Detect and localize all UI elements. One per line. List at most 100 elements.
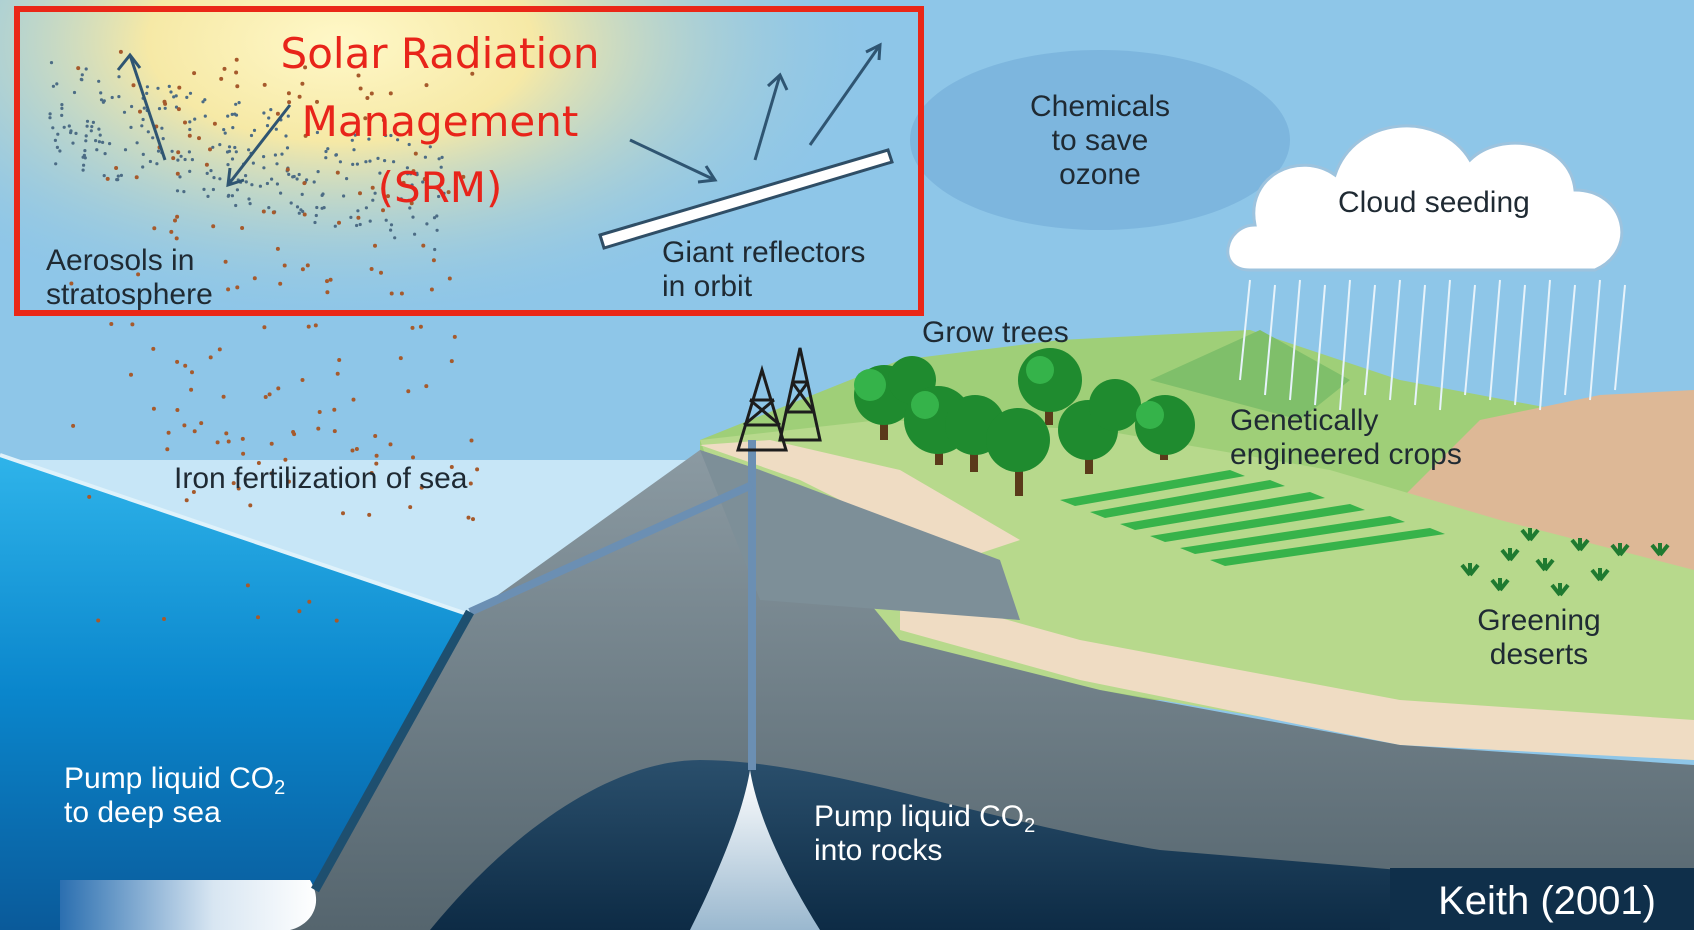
deep-sea-tank — [60, 880, 317, 930]
particle — [267, 392, 272, 397]
particle — [129, 125, 133, 129]
particle — [312, 180, 316, 184]
particle — [262, 111, 266, 115]
particle — [407, 198, 411, 202]
particle — [356, 209, 360, 213]
particle — [286, 91, 291, 96]
label-pump-deep-sea: Pump liquid CO2 to deep sea — [64, 762, 286, 829]
hill-dark — [1150, 330, 1350, 420]
particle — [211, 224, 216, 229]
particle — [60, 113, 64, 117]
srm-title-line-1: Solar Radiation — [280, 29, 600, 78]
drilling-rigs — [735, 347, 822, 452]
particle — [411, 169, 416, 174]
particle — [315, 205, 319, 210]
particle — [421, 180, 425, 184]
particle — [230, 157, 235, 161]
particle — [470, 71, 475, 76]
particle — [235, 285, 240, 290]
particle — [170, 149, 174, 153]
particle — [405, 166, 409, 170]
particle — [364, 206, 368, 210]
particle — [285, 167, 290, 172]
particle — [226, 114, 230, 118]
particle — [316, 170, 320, 174]
particle — [338, 160, 342, 164]
particle — [202, 187, 206, 191]
particle — [279, 191, 283, 195]
particle — [388, 91, 393, 96]
particle — [435, 214, 439, 218]
particle — [302, 212, 307, 217]
particle — [425, 222, 429, 226]
particle — [244, 174, 248, 178]
particle — [237, 101, 241, 105]
particle — [192, 429, 197, 434]
particle — [326, 147, 330, 151]
particle — [175, 214, 180, 219]
particle — [222, 128, 226, 132]
particle — [215, 440, 220, 445]
particle — [289, 201, 293, 205]
particle — [446, 190, 451, 195]
particle — [101, 100, 105, 104]
particle — [218, 177, 222, 181]
particle — [314, 213, 318, 218]
particle — [108, 142, 112, 146]
particle — [373, 434, 378, 438]
particle — [48, 116, 52, 120]
particle — [96, 618, 101, 623]
particle — [117, 95, 121, 99]
particle — [398, 356, 403, 361]
particle — [371, 198, 375, 202]
particle — [97, 140, 101, 144]
particle — [365, 96, 370, 100]
particle — [439, 165, 443, 169]
particle — [370, 185, 375, 190]
particle — [193, 117, 197, 121]
particle — [97, 127, 101, 131]
particle — [274, 127, 278, 131]
particle — [307, 599, 312, 604]
srm-title-line-2: Management — [301, 97, 579, 146]
particle — [300, 192, 304, 196]
particle — [84, 139, 88, 143]
particle — [122, 110, 127, 114]
particle — [435, 228, 439, 232]
credit-text: Keith (2001) — [1438, 879, 1656, 923]
particle — [324, 149, 328, 154]
particle — [175, 359, 180, 364]
particle — [424, 83, 429, 88]
particle — [349, 215, 353, 219]
particle — [358, 222, 362, 227]
particle — [315, 99, 319, 104]
particle — [305, 263, 310, 268]
particle — [389, 291, 394, 296]
particle — [141, 165, 145, 169]
particle — [325, 290, 330, 295]
particle — [324, 156, 328, 160]
particle — [265, 181, 269, 186]
particle — [69, 281, 74, 286]
particle — [206, 194, 210, 198]
particle — [223, 131, 227, 135]
particle — [265, 124, 270, 128]
particle — [169, 90, 173, 94]
particle — [205, 171, 209, 175]
particle — [176, 107, 181, 112]
particle — [53, 138, 58, 142]
particle — [389, 133, 393, 138]
particle — [235, 84, 240, 89]
particle — [300, 81, 305, 86]
particle — [250, 183, 254, 187]
particle — [165, 447, 170, 452]
particle — [449, 465, 454, 469]
cloud — [1226, 124, 1624, 272]
particle — [151, 346, 156, 351]
particle — [363, 116, 368, 121]
particle — [285, 146, 290, 150]
particle — [300, 267, 305, 272]
particle — [79, 77, 83, 81]
